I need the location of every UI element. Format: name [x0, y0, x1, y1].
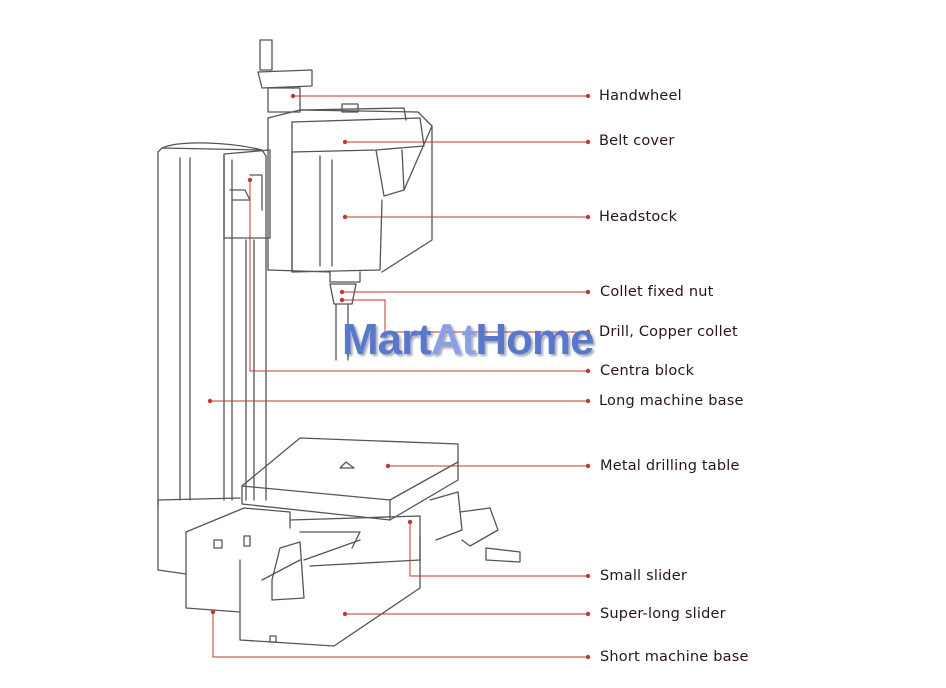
watermark-logo: MartAtHome: [342, 315, 595, 364]
leader-dot-small-slider-start: [407, 519, 413, 525]
leader-dot-collet-fixed-nut-start: [339, 289, 345, 295]
label-short-machine-base: Short machine base: [600, 649, 749, 665]
label-metal-drilling-table: Metal drilling table: [600, 458, 740, 474]
label-drill-copper-collet: Drill, Copper collet: [599, 324, 738, 340]
leader-dot-centra-block-start: [247, 177, 253, 183]
leader-line-short-machine-base: [212, 612, 588, 658]
label-collet-fixed-nut: Collet fixed nut: [600, 284, 714, 300]
label-small-slider: Small slider: [600, 568, 687, 584]
leader-dot-centra-block-end: [585, 368, 591, 374]
label-centra-block: Centra block: [600, 363, 695, 379]
leader-line-small-slider: [409, 522, 588, 577]
leader-dot-super-long-slider-start: [342, 611, 348, 617]
handwheel-sketch: [257, 39, 313, 113]
leader-dot-super-long-slider-end: [585, 611, 591, 617]
leader-line-drill-copper-collet: [342, 299, 588, 333]
leader-dot-collet-fixed-nut-end: [585, 289, 591, 295]
label-super-long-slider: Super-long slider: [600, 606, 726, 622]
label-headstock: Headstock: [599, 209, 678, 225]
headstock-sketch: [267, 103, 433, 283]
leader-dot-long-machine-base-end: [585, 398, 591, 404]
leader-dot-small-slider-end: [585, 573, 591, 579]
label-handwheel: Handwheel: [599, 88, 682, 104]
leader-dot-belt-cover-start: [342, 139, 348, 145]
leader-dot-headstock-end: [585, 214, 591, 220]
label-long-machine-base: Long machine base: [599, 393, 744, 409]
label-belt-cover: Belt cover: [599, 133, 675, 149]
leader-dot-handwheel-end: [585, 93, 591, 99]
leader-dot-metal-drilling-table-end: [585, 463, 591, 469]
leader-lines: [207, 93, 591, 660]
centra-block-sketch: [223, 149, 271, 239]
drilling-table-sketch: [241, 437, 459, 521]
collet-drill-sketch: [329, 283, 357, 361]
leader-dot-headstock-start: [342, 214, 348, 220]
leader-dot-metal-drilling-table-start: [385, 463, 391, 469]
base-sketch: [157, 497, 421, 647]
leader-dot-short-machine-base-end: [585, 654, 591, 660]
leader-line-centra-block: [249, 180, 588, 372]
watermark-text: MartAtHome: [342, 315, 595, 364]
leader-dot-handwheel-start: [290, 93, 296, 99]
slider-sketch: [289, 491, 521, 567]
leader-dot-drill-copper-collet-end: [585, 329, 591, 335]
leader-dot-belt-cover-end: [585, 139, 591, 145]
leader-dot-short-machine-base-start: [210, 609, 216, 615]
leader-dot-drill-copper-collet-start: [339, 297, 345, 303]
leader-dot-long-machine-base-start: [207, 398, 213, 404]
